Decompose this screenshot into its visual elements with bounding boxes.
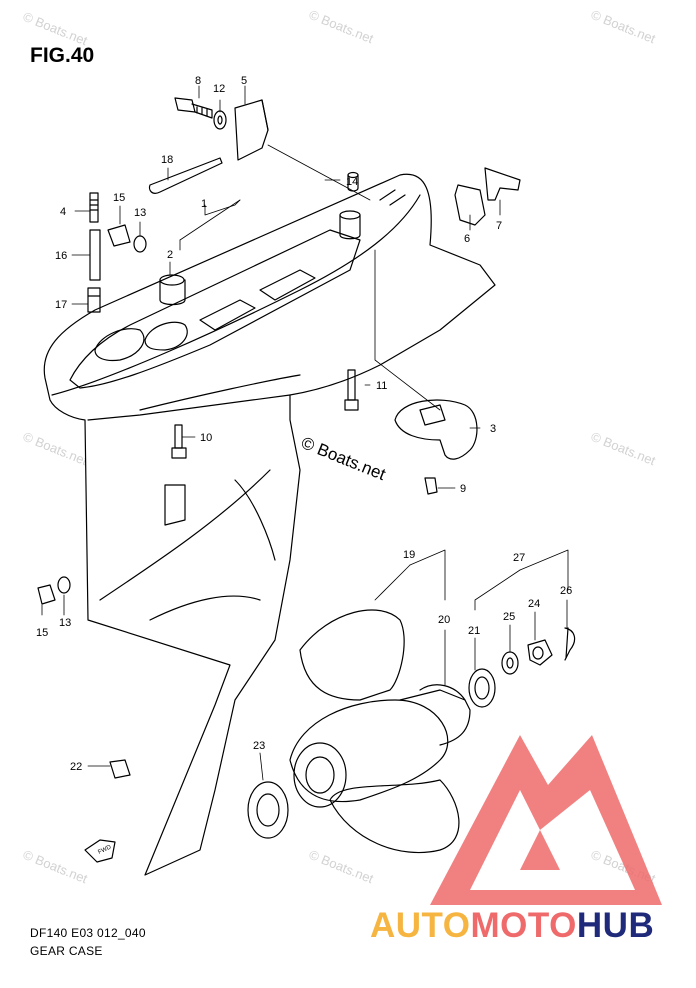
cover-5 — [234, 99, 269, 161]
copyright-text: © Boats.net — [299, 433, 389, 484]
callout-10: 10 — [200, 432, 212, 444]
leader-lines — [41, 85, 569, 781]
watermark: © Boats.net — [589, 429, 658, 469]
watermark: © Boats.net — [307, 7, 376, 47]
plate-7 — [484, 167, 521, 201]
fwd-label: FWD — [97, 844, 113, 855]
watermark: © Boats.net — [589, 7, 658, 47]
callout-19: 19 — [403, 549, 415, 561]
callout-24: 25 — [503, 611, 515, 623]
strap-18 — [148, 157, 223, 194]
brand-part1: AUTO — [370, 906, 471, 945]
callout-18: 18 — [161, 154, 173, 166]
gear-case-housing — [43, 173, 496, 876]
callout-27: 27 — [513, 552, 525, 564]
brand-triangle-logo — [430, 735, 662, 905]
callout-23: 24 — [528, 598, 540, 610]
cotter-pin-25 — [564, 627, 576, 661]
callout-13: 13 — [134, 207, 146, 219]
callout-14: 14 — [346, 176, 358, 188]
callout-numbers: 8 12 5 18 14 1 4 15 13 2 16 17 6 7 11 3 … — [36, 75, 572, 773]
callout-2: 2 — [167, 249, 173, 261]
spacer-22 — [247, 781, 289, 839]
bolt-9 — [424, 477, 438, 495]
callout-21: 21 — [468, 625, 480, 637]
washer-13-lower — [57, 576, 71, 594]
washer-24 — [501, 651, 519, 675]
callout-5: 5 — [241, 75, 247, 87]
plug-26 — [109, 759, 131, 779]
callout-17: 17 — [55, 299, 67, 311]
callout-4: 4 — [60, 206, 66, 218]
callout-3: 3 — [490, 423, 496, 435]
callout-15-lower: 15 — [36, 627, 48, 639]
callout-25: 26 — [560, 585, 572, 597]
callout-12: 12 — [213, 83, 225, 95]
rod-16 — [89, 229, 101, 281]
propeller — [289, 609, 471, 854]
spacer-21 — [468, 668, 496, 708]
callout-16: 16 — [55, 250, 67, 262]
bolt-11 — [344, 369, 359, 411]
callout-1: 1 — [201, 198, 207, 210]
watermark: © Boats.net — [21, 847, 90, 887]
brand-part3: HUB — [576, 906, 655, 945]
plug-15 — [107, 224, 131, 247]
stud-4 — [89, 192, 99, 223]
callout-26: 22 — [70, 761, 82, 773]
callout-7: 7 — [496, 220, 502, 232]
callout-22: 23 — [253, 740, 265, 752]
anode — [394, 399, 478, 460]
brand-logo-text: AUTOMOTOHUB — [370, 906, 654, 946]
washer-13 — [133, 235, 147, 253]
callout-8: 8 — [195, 75, 201, 87]
callout-11: 11 — [376, 380, 387, 392]
fwd-arrow-icon — [84, 839, 116, 863]
callout-13-lower: 13 — [59, 617, 71, 629]
figure-code: DF140 E03 012_040 — [30, 926, 146, 940]
brand-part2: MOTO — [470, 906, 577, 945]
plate-6 — [454, 184, 486, 226]
callout-9: 9 — [460, 483, 466, 495]
watermark: © Boats.net — [307, 847, 376, 887]
bolt-8 — [174, 97, 213, 119]
callout-6: 6 — [464, 233, 470, 245]
plug-15-lower — [37, 584, 56, 605]
callout-20: 20 — [438, 614, 450, 626]
callout-15: 15 — [113, 192, 125, 204]
washer-12 — [213, 110, 227, 130]
watermark: © Boats.net — [21, 9, 90, 49]
figure-name: GEAR CASE — [30, 944, 103, 958]
figure-title: FIG.40 — [30, 44, 95, 67]
watermark: © Boats.net — [21, 429, 90, 469]
bolt-10 — [171, 424, 187, 459]
nut-23 — [527, 639, 553, 666]
